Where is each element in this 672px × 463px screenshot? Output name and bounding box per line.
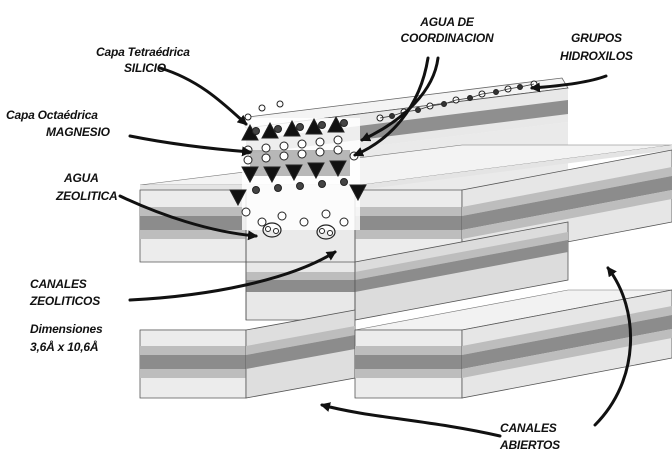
label-capa-octaedrica: Capa Octaédrica: [6, 107, 98, 123]
label-agua: AGUA: [64, 170, 99, 186]
label-abiertos: ABIERTOS: [500, 437, 560, 453]
label-magnesio: MAGNESIO: [46, 124, 110, 140]
label-zeoliticos: ZEOLITICOS: [30, 293, 100, 309]
label-canales: CANALES: [30, 276, 87, 292]
label-dimensiones: Dimensiones: [30, 321, 103, 337]
label-zeolitica: ZEOLITICA: [56, 188, 118, 204]
arrow-canales-abiertos-1: [322, 405, 500, 436]
label-canales-abiertos-1: CANALES: [500, 420, 557, 436]
label-agua-de: AGUA DE: [392, 14, 502, 30]
arrow-capa-tetraedrica: [160, 68, 246, 124]
label-silicio: SILICIO: [124, 60, 166, 76]
label-dimension-values: 3,6Å x 10,6Å: [30, 339, 98, 355]
label-capa-tetraedrica: Capa Tetraédrica: [96, 44, 190, 60]
label-grupos: GRUPOS: [571, 30, 622, 46]
label-coordinacion: COORDINACION: [387, 30, 507, 46]
arrow-capa-octaedrica: [130, 136, 250, 152]
label-hidroxilos: HIDROXILOS: [560, 48, 633, 64]
